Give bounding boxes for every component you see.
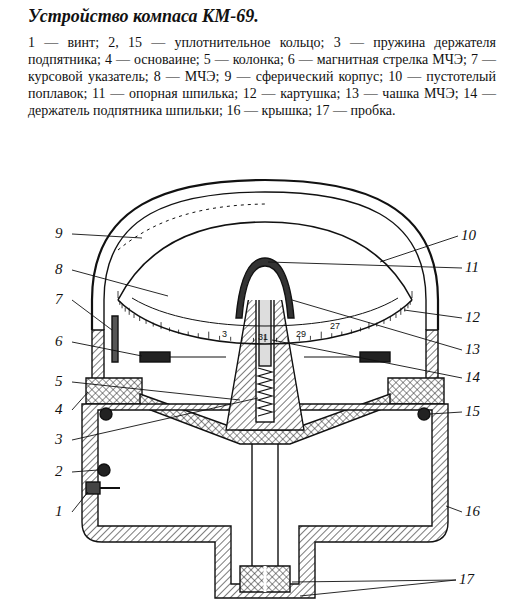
tick <box>125 308 126 312</box>
card-inner-rim <box>132 298 398 326</box>
tick <box>119 301 120 305</box>
seal-ring <box>98 464 110 476</box>
base-ring <box>388 378 444 404</box>
tick <box>321 332 322 339</box>
tick <box>178 330 179 334</box>
callout-number: 5 <box>54 374 64 389</box>
tick <box>219 336 220 340</box>
tick <box>351 330 352 334</box>
callout-number: 2 <box>54 464 64 479</box>
tick <box>390 317 391 321</box>
tick <box>404 308 405 312</box>
dial-number: 31 <box>258 333 268 342</box>
caption: 1 — винт; 2, 15 — уплотнительное кольцо;… <box>28 34 496 119</box>
tick <box>410 301 411 305</box>
column-bore <box>256 282 274 422</box>
lower-cover <box>82 404 448 598</box>
magnet-arm <box>304 357 360 358</box>
callout-number: 17 <box>458 572 475 587</box>
tick <box>118 291 119 298</box>
tick <box>230 337 231 341</box>
tick <box>146 320 147 324</box>
screw-shank <box>100 487 120 489</box>
tick <box>198 333 199 337</box>
tick <box>139 317 140 321</box>
leader-lines <box>72 234 462 596</box>
tick <box>153 323 154 327</box>
card-graduation <box>118 291 412 342</box>
magnet <box>140 352 170 362</box>
tick <box>411 297 412 301</box>
tick <box>122 304 123 308</box>
callout-number: 1 <box>54 504 64 519</box>
callout-number: 16 <box>464 504 481 519</box>
tick <box>188 332 189 336</box>
callout-number: 12 <box>464 310 481 325</box>
base-ring <box>86 378 142 404</box>
title: Устройство компаса КМ-69. <box>28 6 259 27</box>
tick <box>360 327 361 331</box>
tick <box>208 332 209 339</box>
callout-number: 9 <box>54 226 64 241</box>
spring <box>258 368 272 416</box>
cup <box>236 258 294 318</box>
tick <box>134 314 135 318</box>
callout-number: 7 <box>54 292 64 307</box>
channel <box>252 444 278 566</box>
tick <box>310 336 311 340</box>
callout-number: 8 <box>54 262 64 277</box>
tick <box>169 327 170 331</box>
callout-number: 13 <box>464 342 481 357</box>
callout-number: 15 <box>464 404 481 419</box>
tick <box>287 337 288 341</box>
seal-ring <box>100 408 112 420</box>
callout-number: 3 <box>54 432 64 447</box>
dial-number: 29 <box>296 330 306 339</box>
tick <box>412 291 413 298</box>
dial-number: 3 <box>222 330 227 339</box>
tick <box>242 337 243 341</box>
callout-number: 10 <box>460 228 477 243</box>
tick <box>341 332 342 336</box>
course-indicator <box>112 316 118 362</box>
tick <box>161 322 162 329</box>
tick <box>395 314 396 318</box>
callout-number: 4 <box>54 402 64 417</box>
seal-ring <box>418 408 430 420</box>
tick <box>407 304 408 308</box>
plug-slot <box>264 566 267 592</box>
callout-number: 11 <box>464 260 480 275</box>
callout-number: 14 <box>464 370 481 385</box>
tick <box>400 308 401 315</box>
tick <box>383 320 384 324</box>
callout-number: 6 <box>54 334 64 349</box>
tick <box>129 308 130 315</box>
plug <box>240 566 290 592</box>
tick <box>331 333 332 337</box>
tick <box>118 297 119 301</box>
dial-number: 27 <box>330 322 340 331</box>
body-wall <box>92 330 104 380</box>
tick <box>253 338 254 342</box>
magnet-arm <box>170 357 226 358</box>
